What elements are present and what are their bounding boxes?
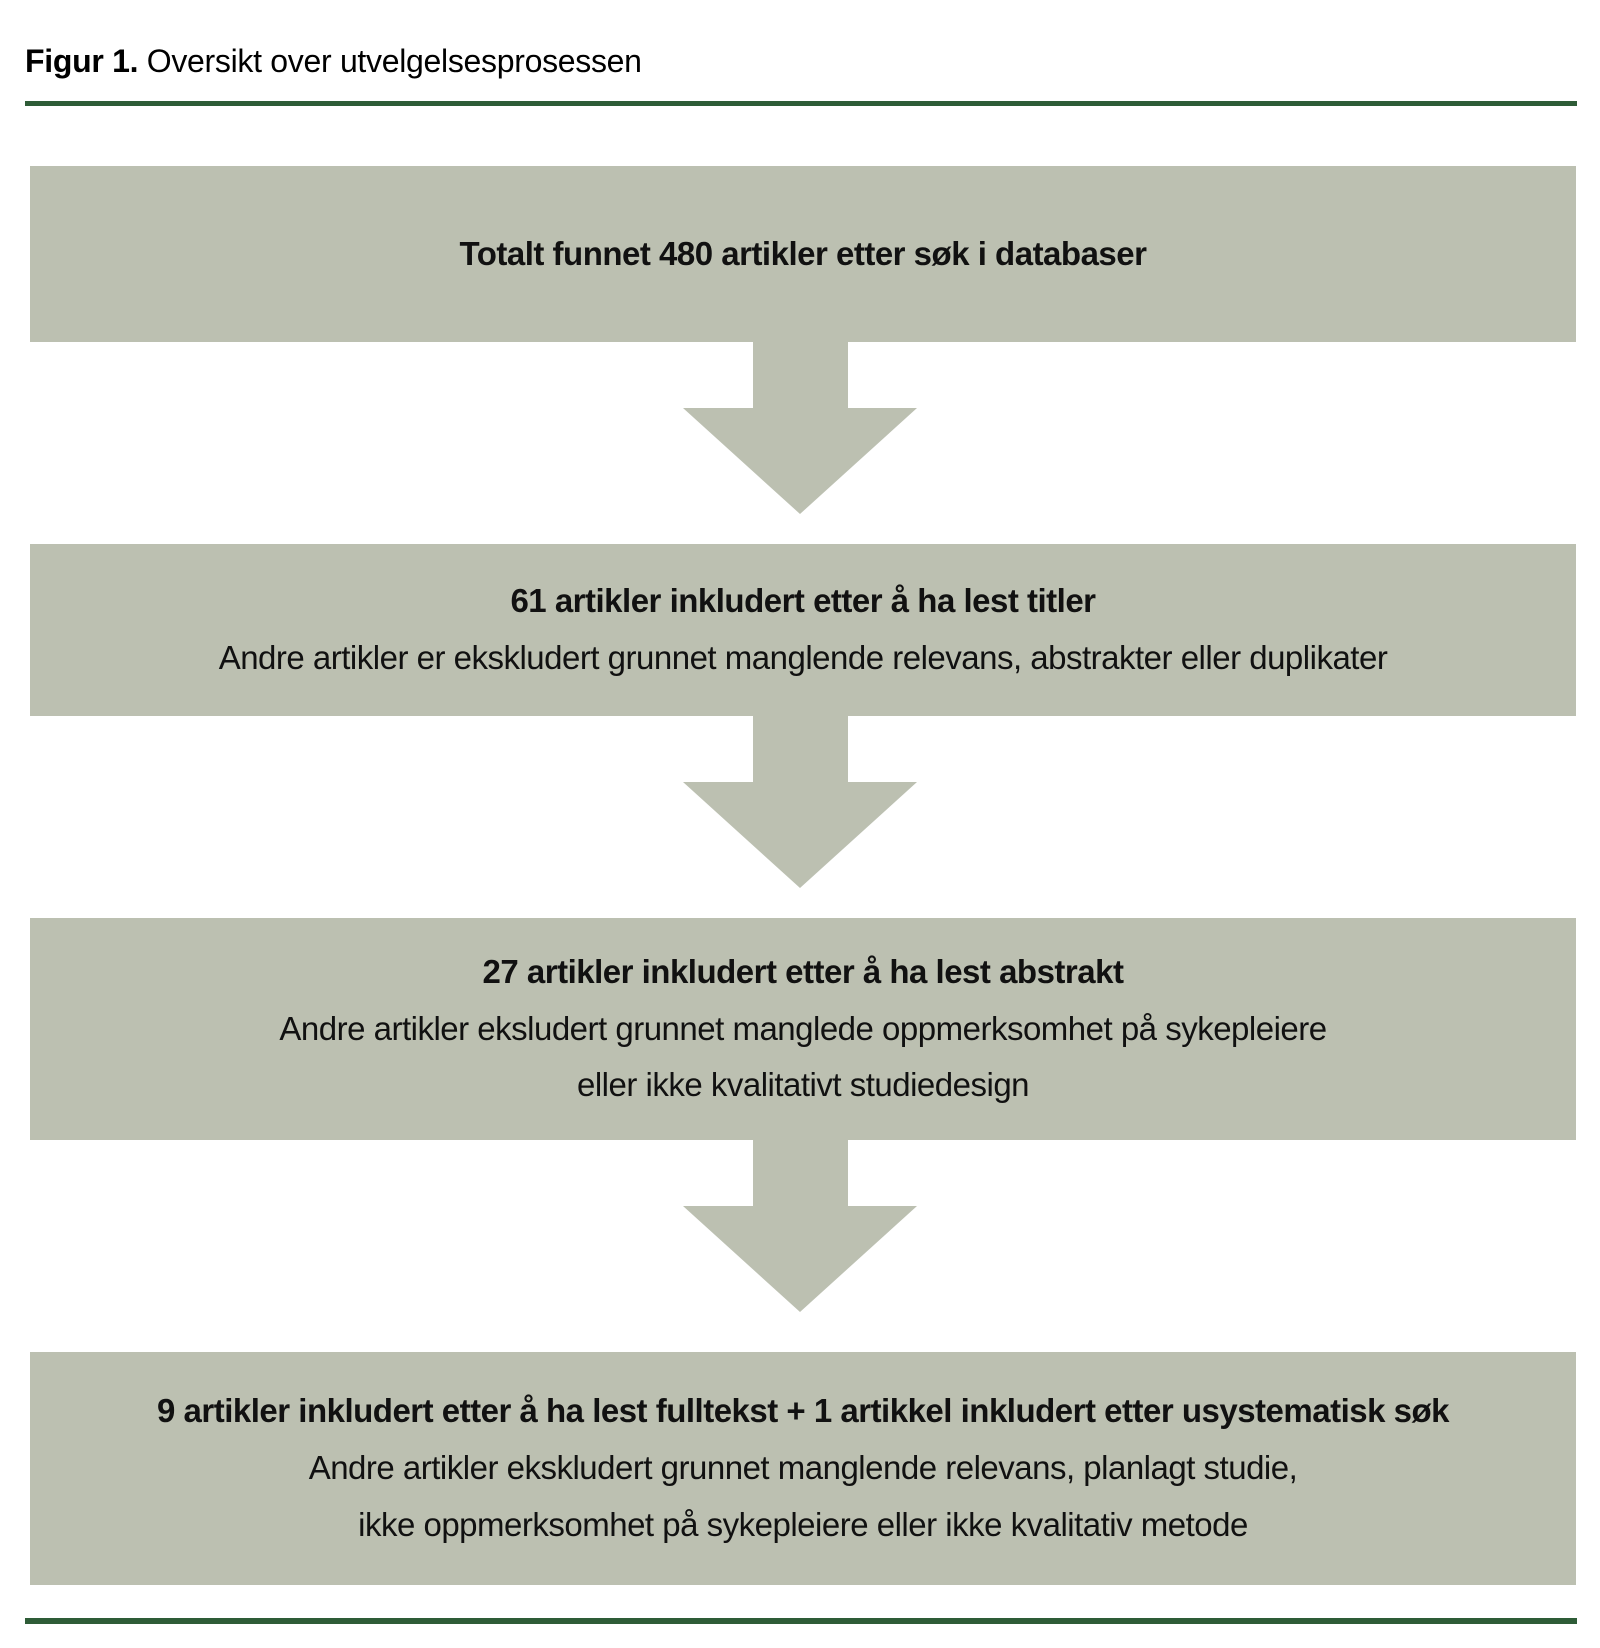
arrow-head: [683, 408, 917, 514]
arrow-head: [683, 782, 917, 888]
arrow-stem: [752, 716, 848, 782]
down-arrow-icon: [0, 716, 1600, 888]
box-heading: 61 artikler inkludert etter å ha lest ti…: [510, 582, 1096, 620]
box-heading: 27 artikler inkludert etter å ha lest ab…: [482, 952, 1124, 990]
arrow-stem: [752, 1140, 848, 1206]
box-heading: Totalt funnet 480 artikler etter søk i d…: [459, 234, 1147, 272]
top-divider: [25, 101, 1577, 106]
figure-caption-text: Oversikt over utvelgelsesprosessen: [138, 43, 642, 79]
box-subtext: Andre artikler er ekskludert grunnet man…: [218, 639, 1388, 676]
flow-box-abstracts-read: 27 artikler inkludert etter å ha lest ab…: [30, 918, 1576, 1140]
figure-caption: Figur 1. Oversikt over utvelgelsesproses…: [25, 42, 642, 80]
down-arrow-icon: [0, 342, 1600, 514]
box-subtext: eller ikke kvalitativt studiedesign: [576, 1066, 1030, 1104]
box-subtext: Andre artikler ekskludert grunnet mangle…: [308, 1449, 1298, 1487]
box-subtext: Andre artikler eksludert grunnet mangled…: [279, 1009, 1327, 1047]
bottom-divider: [25, 1618, 1577, 1624]
box-heading: 9 artikler inkludert etter å ha lest ful…: [157, 1392, 1449, 1430]
arrow-stem: [752, 342, 848, 408]
box-subtext: ikke oppmerksomhet på sykepleiere eller …: [358, 1505, 1248, 1543]
arrow-head: [683, 1206, 917, 1312]
flow-box-fulltext-read: 9 artikler inkludert etter å ha lest ful…: [30, 1352, 1576, 1585]
flow-box-search-results: Totalt funnet 480 artikler etter søk i d…: [30, 166, 1576, 342]
figure-caption-prefix: Figur 1.: [25, 43, 139, 79]
flow-box-titles-read: 61 artikler inkludert etter å ha lest ti…: [30, 544, 1576, 716]
down-arrow-icon: [0, 1140, 1600, 1312]
